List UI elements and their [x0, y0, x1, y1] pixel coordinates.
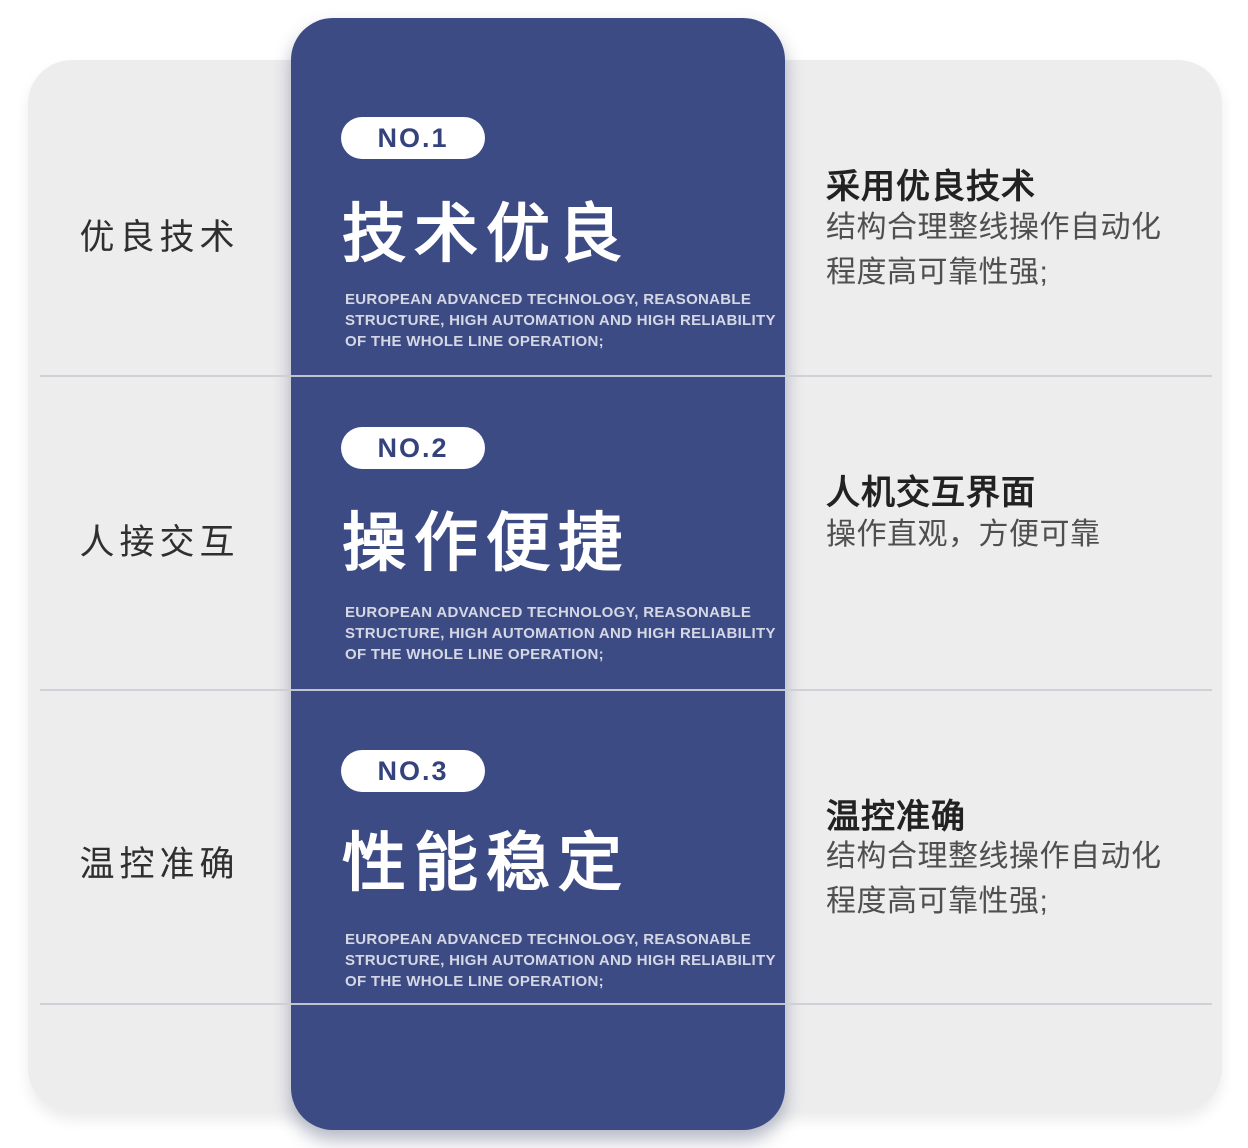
badge-no-1-text: NO.1 [377, 122, 449, 153]
card-caption-section-1: EUROPEAN ADVANCED TECHNOLOGY, REASONABLE… [345, 289, 776, 352]
caption-line: OF THE WHOLE LINE OPERATION; [345, 973, 604, 990]
right-heading-section-1: 采用优良技术 [826, 168, 1036, 206]
right-body-line: 结构合理整线操作自动化 [826, 211, 1162, 244]
right-heading-section-3: 温控准确 [826, 798, 966, 836]
left-label-section-3: 温控准确 [79, 845, 240, 884]
card-title-section-2: 操作便捷 [342, 507, 630, 579]
badge-no-2-text: NO.2 [377, 432, 449, 463]
card-title-section-1: 技术优良 [342, 198, 630, 270]
feature-card [291, 18, 785, 1130]
right-body-section-1: 结构合理整线操作自动化 程度高可靠性强; [826, 205, 1162, 295]
right-body-section-3: 结构合理整线操作自动化 程度高可靠性强; [826, 834, 1162, 924]
caption-line: EUROPEAN ADVANCED TECHNOLOGY, REASONABLE [345, 931, 752, 948]
right-body-line: 操作直观，方便可靠 [826, 518, 1101, 551]
right-body-line: 结构合理整线操作自动化 [826, 840, 1162, 873]
section-divider-3 [40, 1003, 1212, 1005]
badge-no-3: NO.3 [341, 750, 485, 792]
card-caption-section-3: EUROPEAN ADVANCED TECHNOLOGY, REASONABLE… [345, 929, 776, 992]
caption-line: EUROPEAN ADVANCED TECHNOLOGY, REASONABLE [345, 291, 752, 308]
caption-line: STRUCTURE, HIGH AUTOMATION AND HIGH RELI… [345, 312, 776, 329]
left-label-section-2: 人接交互 [79, 523, 240, 562]
section-divider-1 [40, 375, 1212, 377]
section-divider-2 [40, 689, 1212, 691]
badge-no-3-text: NO.3 [377, 755, 449, 786]
badge-no-2: NO.2 [341, 427, 485, 469]
badge-no-1: NO.1 [341, 117, 485, 159]
right-body-line: 程度高可靠性强; [826, 256, 1049, 289]
right-body-line: 程度高可靠性强; [826, 885, 1049, 918]
right-body-section-2: 操作直观，方便可靠 [826, 512, 1101, 557]
caption-line: OF THE WHOLE LINE OPERATION; [345, 646, 604, 663]
caption-line: OF THE WHOLE LINE OPERATION; [345, 333, 604, 350]
caption-line: EUROPEAN ADVANCED TECHNOLOGY, REASONABLE [345, 604, 752, 621]
right-heading-section-2: 人机交互界面 [826, 474, 1036, 512]
left-label-section-1: 优良技术 [79, 218, 240, 257]
card-caption-section-2: EUROPEAN ADVANCED TECHNOLOGY, REASONABLE… [345, 602, 776, 665]
caption-line: STRUCTURE, HIGH AUTOMATION AND HIGH RELI… [345, 952, 776, 969]
caption-line: STRUCTURE, HIGH AUTOMATION AND HIGH RELI… [345, 625, 776, 642]
card-title-section-3: 性能稳定 [342, 827, 630, 899]
